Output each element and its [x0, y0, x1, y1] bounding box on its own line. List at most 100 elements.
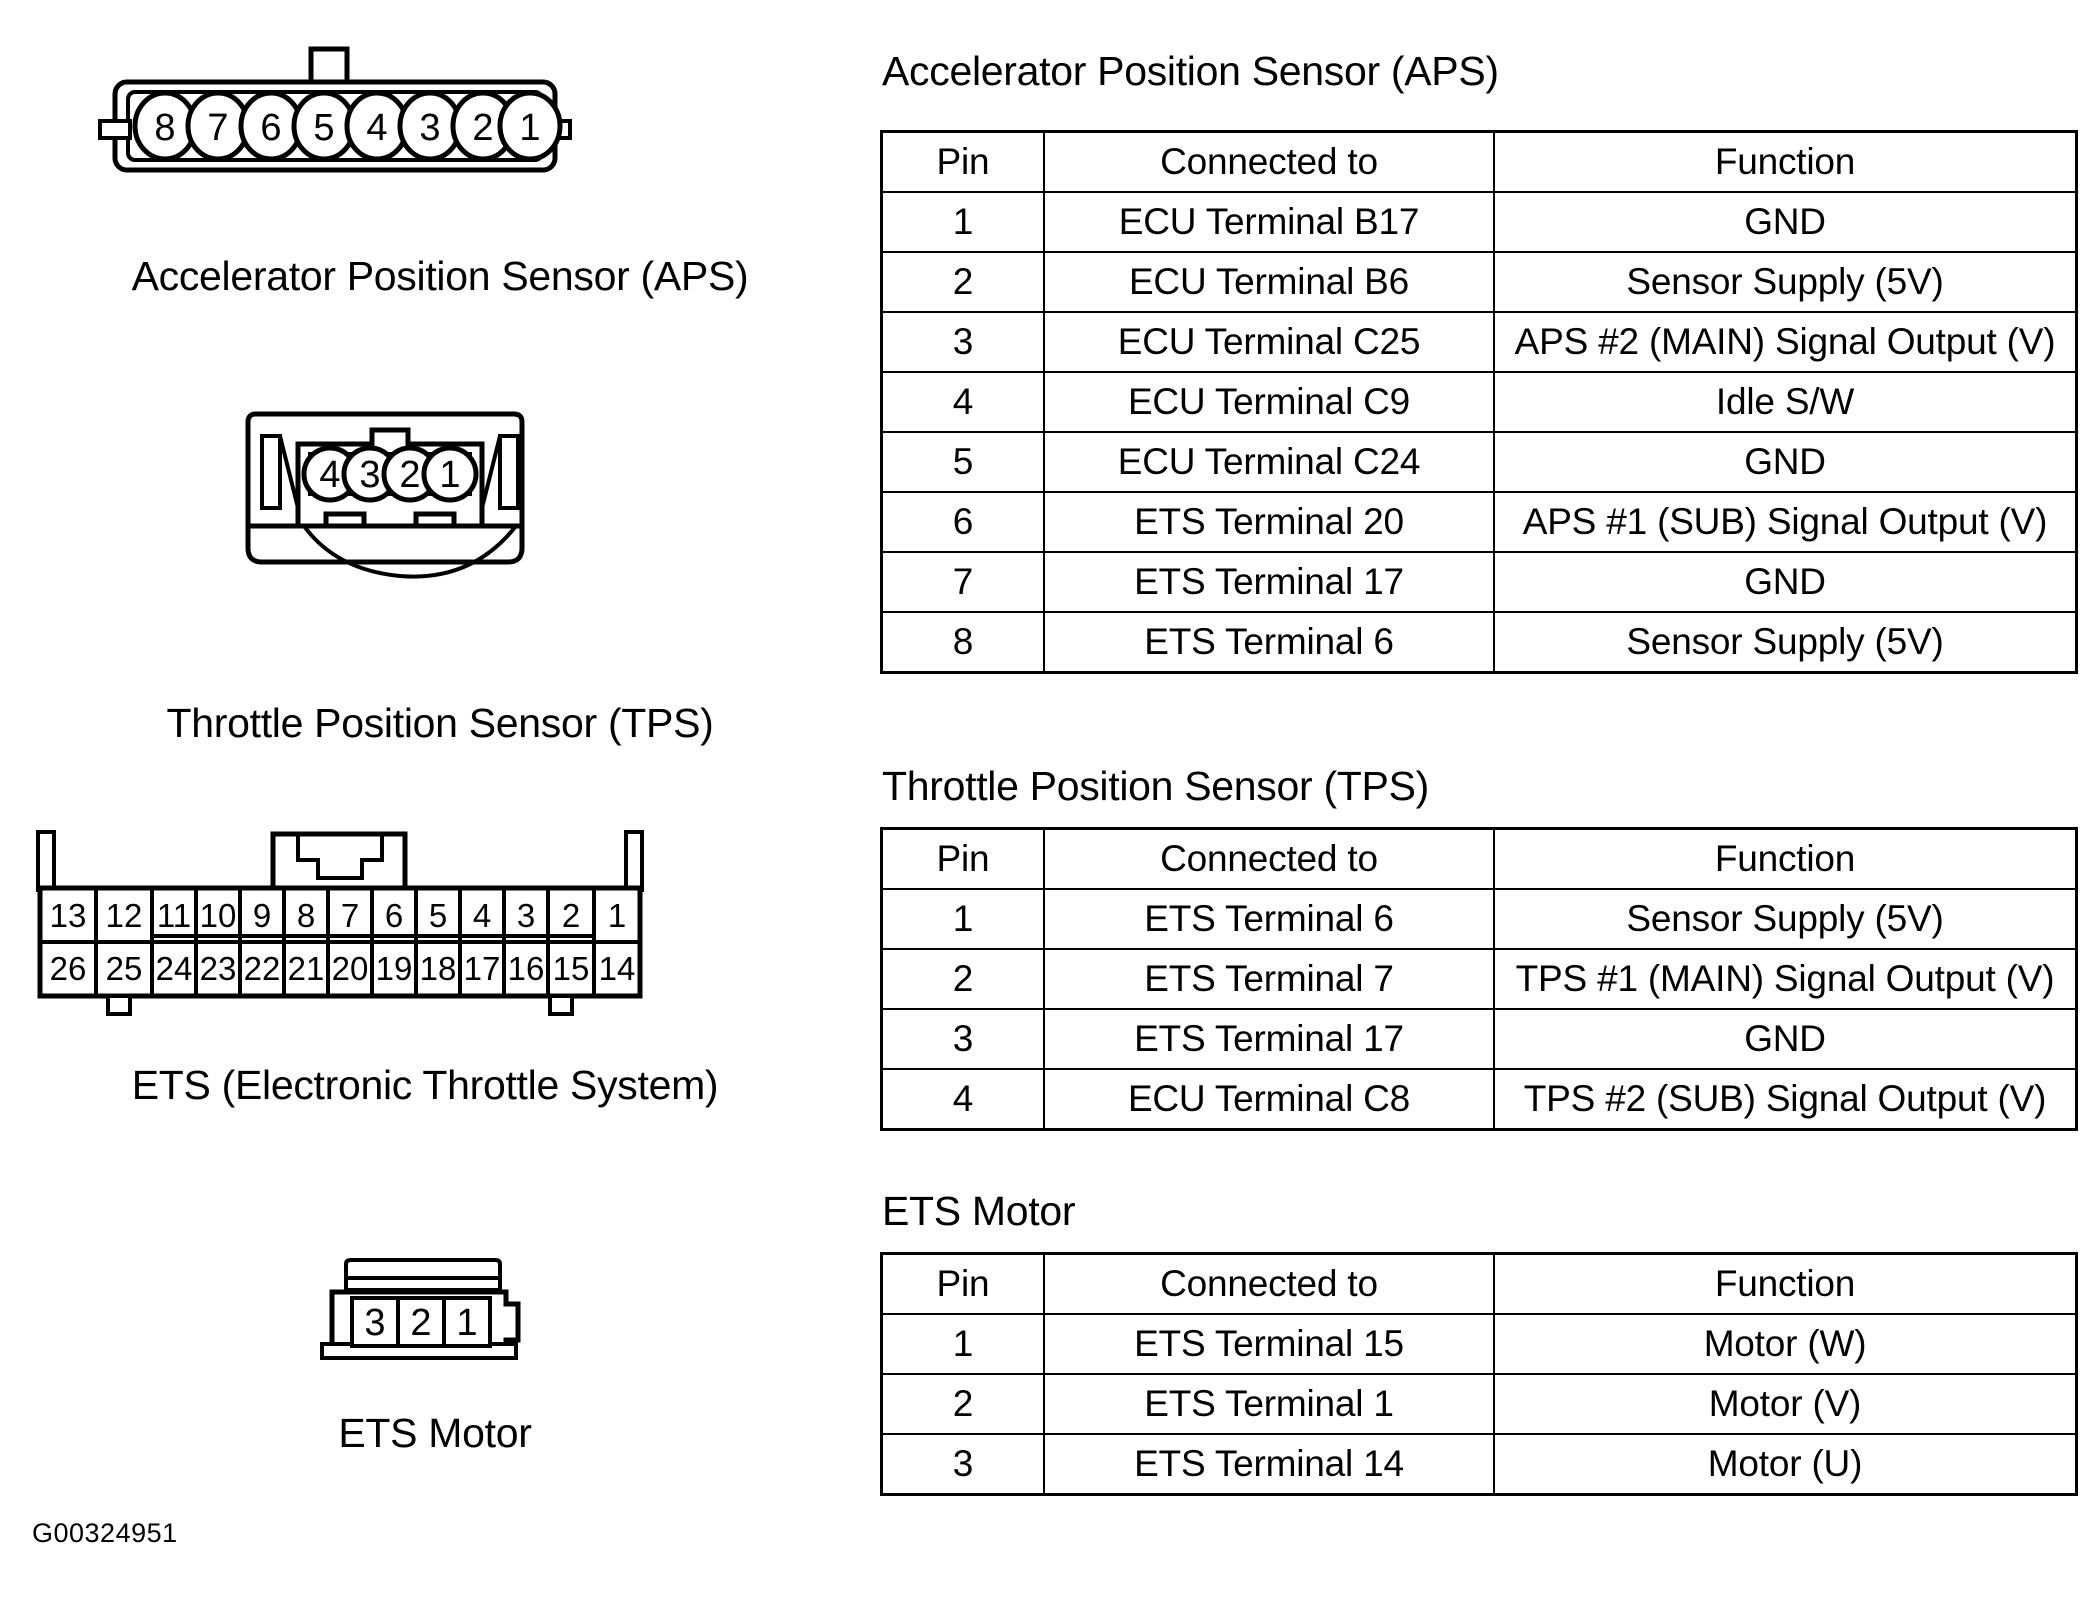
table-row: 7 ETS Terminal 17 GND — [880, 551, 2078, 613]
ets-motor-connector-caption: ETS Motor — [338, 1410, 532, 1456]
aps-connector-caption: Accelerator Position Sensor (APS) — [131, 253, 749, 299]
tps-pin-numbers: 4 3 2 1 — [319, 454, 460, 496]
table-row: 8 ETS Terminal 6 Sensor Supply (5V) — [880, 611, 2078, 674]
cell-connected: ETS Terminal 17 — [1043, 1008, 1495, 1070]
cell-function: APS #1 (SUB) Signal Output (V) — [1493, 491, 2078, 553]
table-row: 1 ETS Terminal 15 Motor (W) — [880, 1313, 2078, 1375]
cell-connected: ETS Terminal 6 — [1043, 611, 1495, 674]
aps-pin-number: 1 — [519, 107, 540, 149]
aps-pin-number: 7 — [207, 107, 228, 149]
ets-pin-number: 22 — [244, 950, 281, 987]
column-header-connected: Connected to — [1043, 827, 1495, 890]
ets-pin-number: 7 — [341, 897, 359, 934]
ets-pin-number: 14 — [599, 950, 636, 987]
aps-pin-number: 4 — [366, 107, 387, 149]
tps-wedge-right-diag — [480, 435, 502, 509]
ets-connector-caption: ETS (Electronic Throttle System) — [131, 1062, 719, 1108]
cell-connected: ETS Terminal 1 — [1043, 1373, 1495, 1435]
cell-pin: 1 — [880, 191, 1045, 253]
ets-pin-number: 6 — [385, 897, 403, 934]
ets-latch-notch — [296, 834, 384, 880]
cell-pin: 4 — [880, 371, 1045, 433]
table-header-row: Pin Connected to Function — [880, 1252, 2078, 1315]
ets-post-left — [36, 830, 56, 892]
tps-pin-table: Pin Connected to Function 1 ETS Terminal… — [880, 827, 2078, 1131]
ets-pin-number: 8 — [297, 897, 315, 934]
table-row: 2 ETS Terminal 1 Motor (V) — [880, 1373, 2078, 1435]
ets-pin-number: 24 — [156, 950, 193, 987]
ets-pin-number: 21 — [288, 950, 325, 987]
ets-pin-number: 9 — [253, 897, 271, 934]
ets-pin-number: 20 — [332, 950, 369, 987]
ets-motor-table-title: ETS Motor — [882, 1188, 1076, 1234]
cell-connected: ECU Terminal C8 — [1043, 1068, 1495, 1131]
table-row: 2 ECU Terminal B6 Sensor Supply (5V) — [880, 251, 2078, 313]
ets-pin-number: 15 — [553, 950, 590, 987]
tps-connector-graphic: 4 3 2 1 — [240, 408, 540, 598]
column-header-pin: Pin — [880, 130, 1045, 193]
ets-motor-cell-grid — [350, 1296, 492, 1348]
cell-function: GND — [1493, 1008, 2078, 1070]
ets-pin-number: 3 — [517, 897, 535, 934]
ets-pin-number: 18 — [420, 950, 457, 987]
cell-connected: ECU Terminal C24 — [1043, 431, 1495, 493]
ets-motor-pin-numbers: 3 2 1 — [364, 1302, 477, 1344]
ets-motor-cap-lip — [344, 1276, 502, 1292]
aps-pin-cavities — [132, 90, 563, 162]
aps-pin-table: Pin Connected to Function 1 ECU Terminal… — [880, 130, 2078, 674]
ets-pin-number: 25 — [106, 950, 143, 987]
cell-function: Motor (W) — [1493, 1313, 2078, 1375]
cell-function: GND — [1493, 191, 2078, 253]
cell-pin: 3 — [880, 1433, 1045, 1496]
table-row: 1 ETS Terminal 6 Sensor Supply (5V) — [880, 888, 2078, 950]
cell-function: TPS #2 (SUB) Signal Output (V) — [1493, 1068, 2078, 1131]
table-row: 2 ETS Terminal 7 TPS #1 (MAIN) Signal Ou… — [880, 948, 2078, 1010]
tps-pin-cavities — [301, 445, 479, 503]
aps-table-title: Accelerator Position Sensor (APS) — [882, 48, 1499, 94]
table-row: 3 ETS Terminal 14 Motor (U) — [880, 1433, 2078, 1496]
ets-pin-number: 13 — [50, 897, 87, 934]
ets-bottom-row-numbers: 26 25 24 23 22 21 20 19 18 17 16 15 14 — [50, 950, 636, 987]
ets-pin-number: 4 — [473, 897, 491, 934]
table-row: 6 ETS Terminal 20 APS #1 (SUB) Signal Ou… — [880, 491, 2078, 553]
tps-table-title: Throttle Position Sensor (TPS) — [882, 763, 1429, 809]
aps-pin-number: 2 — [472, 107, 493, 149]
cell-connected: ETS Terminal 15 — [1043, 1313, 1495, 1375]
cell-pin: 1 — [880, 1313, 1045, 1375]
cell-function: APS #2 (MAIN) Signal Output (V) — [1493, 311, 2078, 373]
aps-pin-number: 3 — [419, 107, 440, 149]
cell-connected: ETS Terminal 17 — [1043, 551, 1495, 613]
ets-column-dividers — [94, 888, 596, 996]
ets-pin-number: 26 — [50, 950, 87, 987]
ets-motor-pin-number: 2 — [410, 1302, 431, 1344]
ets-motor-pin-number: 3 — [364, 1302, 385, 1344]
cell-connected: ETS Terminal 20 — [1043, 491, 1495, 553]
tps-skirt — [245, 523, 525, 565]
column-header-connected: Connected to — [1043, 130, 1495, 193]
ets-connector-graphic: 13 12 11 10 9 8 7 6 5 4 3 2 1 26 25 24 2… — [30, 830, 650, 1055]
ets-pin-number: 19 — [376, 950, 413, 987]
tps-wedge-right — [498, 434, 520, 510]
column-header-pin: Pin — [880, 1252, 1045, 1315]
table-row: 4 ECU Terminal C9 Idle S/W — [880, 371, 2078, 433]
table-row: 4 ECU Terminal C8 TPS #2 (SUB) Signal Ou… — [880, 1068, 2078, 1131]
cell-pin: 4 — [880, 1068, 1045, 1131]
ets-latch-outer — [270, 831, 408, 893]
aps-connector-graphic: 8 7 6 5 4 3 2 1 — [98, 45, 580, 180]
cell-pin: 2 — [880, 1373, 1045, 1435]
ets-pin-number: 10 — [200, 897, 237, 934]
ets-post-right — [624, 830, 644, 892]
aps-side-tab-left — [98, 119, 132, 140]
cell-pin: 8 — [880, 611, 1045, 674]
tps-wedge-left-diag — [278, 435, 300, 509]
ets-tab-bottom-left — [106, 994, 132, 1016]
cell-function: Motor (V) — [1493, 1373, 2078, 1435]
ets-tab-bottom-right — [548, 994, 574, 1016]
cell-pin: 6 — [880, 491, 1045, 553]
table-row: 5 ECU Terminal C24 GND — [880, 431, 2078, 493]
cell-pin: 7 — [880, 551, 1045, 613]
cell-pin: 2 — [880, 251, 1045, 313]
aps-pin-number: 8 — [154, 107, 175, 149]
cell-connected: ECU Terminal C9 — [1043, 371, 1495, 433]
